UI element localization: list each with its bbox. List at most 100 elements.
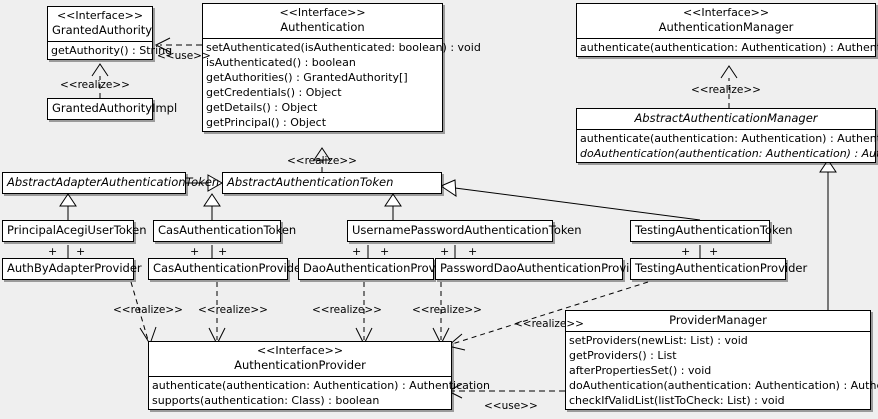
- class-name: DaoAuthenticationProvider: [303, 261, 458, 275]
- class-authentication-manager[interactable]: <<Interface>> AuthenticationManager auth…: [576, 3, 878, 57]
- operations-compartment: setProviders(newList: List) : void getPr…: [566, 332, 878, 409]
- operation: afterPropertiesSet() : void: [569, 364, 712, 377]
- operations-compartment: authenticate(authentication: Authenticat…: [577, 130, 878, 162]
- class-abstract-authentication-token[interactable]: AbstractAuthenticationToken: [222, 172, 442, 194]
- class-header: <<Interface>> Authentication: [203, 4, 442, 38]
- operation: supports(authentication: Class) : boolea…: [152, 394, 380, 407]
- class-name: UsernamePasswordAuthenticationToken: [352, 223, 582, 237]
- stereotype-label: <<Interface>>: [682, 6, 770, 19]
- class-name: AuthByAdapterProvider: [7, 261, 142, 275]
- edge-generalize-usernamepasswordtoken: [384, 193, 402, 220]
- edge-generalize-providermanager: [819, 159, 837, 310]
- operation: setAuthenticated(isAuthenticated: boolea…: [206, 41, 481, 54]
- class-name: ProviderManager: [669, 313, 767, 327]
- operation: isAuthenticated() : boolean: [206, 56, 356, 69]
- edge-label-realize-auth-by-adapter: <<realize>>: [113, 304, 183, 316]
- class-header: AbstractAuthenticationManager: [577, 109, 875, 129]
- class-cas-authentication-provider[interactable]: CasAuthenticationProvider: [148, 258, 306, 280]
- compartment-divider: [577, 129, 875, 130]
- edge-generalize-testingtoken: [439, 179, 701, 221]
- operation: getAuthority() : String: [51, 44, 173, 57]
- stereotype-label: <<Interface>>: [256, 344, 344, 357]
- edge-label-realize-granted-authority-impl: <<realize>>: [60, 79, 130, 91]
- operation: checkIfValidList(listToCheck: List) : vo…: [569, 394, 785, 407]
- operation: getPrincipal() : Object: [206, 116, 327, 129]
- operation: authenticate(authentication: Authenticat…: [580, 132, 878, 145]
- class-authentication[interactable]: <<Interface>> Authentication setAuthenti…: [202, 3, 481, 132]
- assoc-marker-plus: +: [48, 245, 58, 258]
- stereotype-label: <<Interface>>: [56, 9, 144, 22]
- operations-compartment: authenticate(authentication: Authenticat…: [577, 39, 878, 56]
- compartment-divider: [203, 38, 442, 39]
- operation: doAuthentication(authentication: Authent…: [569, 379, 878, 392]
- class-username-password-authentication-token[interactable]: UsernamePasswordAuthenticationToken: [347, 220, 582, 242]
- edge-generalize-principalacegitoken: [59, 193, 77, 220]
- operation: getDetails() : Object: [206, 101, 318, 114]
- class-testing-authentication-provider[interactable]: TestingAuthenticationProvider: [630, 258, 808, 280]
- class-name: AbstractAuthenticationToken: [227, 175, 394, 189]
- class-name: AuthenticationManager: [658, 20, 794, 34]
- class-authentication-provider[interactable]: <<Interface>> AuthenticationProvider aut…: [148, 341, 490, 410]
- class-password-dao-authentication-provider[interactable]: PasswordDaoAuthenticationProvider: [435, 258, 649, 280]
- class-provider-manager[interactable]: ProviderManager setProviders(newList: Li…: [565, 310, 878, 410]
- class-name: AbstractAuthenticationManager: [634, 111, 818, 125]
- class-dao-authentication-provider[interactable]: DaoAuthenticationProvider: [298, 258, 458, 280]
- edge-label-realize-dao-provider: <<realize>>: [312, 304, 382, 316]
- operation: authenticate(authentication: Authenticat…: [580, 41, 878, 54]
- class-granted-authority[interactable]: <<Interface>> GrantedAuthority getAuthor…: [47, 6, 173, 60]
- class-name: GrantedAuthority: [52, 23, 153, 37]
- compartment-divider: [149, 376, 451, 377]
- assoc-marker-plus: +: [218, 245, 228, 258]
- class-header: <<Interface>> AuthenticationManager: [577, 4, 875, 38]
- class-abstract-adapter-authentication-token[interactable]: AbstractAdapterAuthenticationToken: [2, 172, 220, 194]
- class-header: <<Interface>> GrantedAuthority: [48, 7, 152, 41]
- edge-label-use-provider-manager: <<use>>: [484, 400, 538, 412]
- class-header: ProviderManager: [566, 311, 870, 331]
- class-name: Authentication: [280, 20, 365, 34]
- class-granted-authority-impl[interactable]: GrantedAuthorityImpl: [47, 98, 178, 120]
- class-name: AuthenticationProvider: [234, 358, 366, 372]
- edge-label-use-granted-authority: <<use>>: [157, 50, 211, 62]
- operation: setProviders(newList: List) : void: [569, 334, 748, 347]
- operations-compartment: getAuthority() : String: [48, 42, 173, 59]
- assoc-marker-plus: +: [380, 245, 390, 258]
- edge-label-realize-abstract-authentication-manager: <<realize>>: [691, 84, 761, 96]
- operations-compartment: setAuthenticated(isAuthenticated: boolea…: [203, 39, 481, 131]
- edge-generalize-castoken: [203, 193, 221, 220]
- class-cas-authentication-token[interactable]: CasAuthenticationToken: [153, 220, 297, 242]
- assoc-marker-plus: +: [440, 245, 450, 258]
- class-name: PasswordDaoAuthenticationProvider: [440, 261, 649, 275]
- compartment-divider: [48, 41, 152, 42]
- assoc-marker-plus: +: [190, 245, 200, 258]
- class-principal-acegi-user-token[interactable]: PrincipalAcegiUserToken: [2, 220, 147, 242]
- class-testing-authentication-token[interactable]: TestingAuthenticationToken: [630, 220, 793, 242]
- operation: authenticate(authentication: Authenticat…: [152, 379, 490, 392]
- class-name: TestingAuthenticationProvider: [635, 261, 808, 275]
- edge-label-realize-provider-manager: <<realize>>: [514, 318, 584, 330]
- assoc-marker-plus: +: [352, 245, 362, 258]
- class-auth-by-adapter-provider[interactable]: AuthByAdapterProvider: [2, 258, 142, 280]
- operation: getAuthorities() : GrantedAuthority[]: [206, 71, 408, 84]
- assoc-marker-plus: +: [468, 245, 478, 258]
- assoc-marker-plus: +: [76, 245, 86, 258]
- operation: doAuthentication(authentication: Authent…: [580, 147, 878, 160]
- class-name: GrantedAuthorityImpl: [52, 101, 178, 115]
- edge-label-realize-authentication: <<realize>>: [287, 155, 357, 167]
- edge-label-realize-cas-provider: <<realize>>: [198, 304, 268, 316]
- operations-compartment: authenticate(authentication: Authenticat…: [149, 377, 490, 409]
- class-name: PrincipalAcegiUserToken: [7, 223, 147, 237]
- class-name: AbstractAdapterAuthenticationToken: [7, 175, 220, 189]
- assoc-marker-plus: +: [681, 245, 691, 258]
- edge-label-realize-password-dao-provider: <<realize>>: [412, 304, 482, 316]
- class-name: CasAuthenticationProvider: [153, 261, 306, 275]
- class-name: TestingAuthenticationToken: [635, 223, 793, 237]
- class-abstract-authentication-manager[interactable]: AbstractAuthenticationManager authentica…: [576, 108, 878, 163]
- compartment-divider: [566, 331, 870, 332]
- compartment-divider: [577, 38, 875, 39]
- operation: getProviders() : List: [569, 349, 677, 362]
- assoc-marker-plus: +: [709, 245, 719, 258]
- stereotype-label: <<Interface>>: [279, 6, 366, 19]
- class-name: CasAuthenticationToken: [158, 223, 297, 237]
- class-header: <<Interface>> AuthenticationProvider: [149, 342, 451, 376]
